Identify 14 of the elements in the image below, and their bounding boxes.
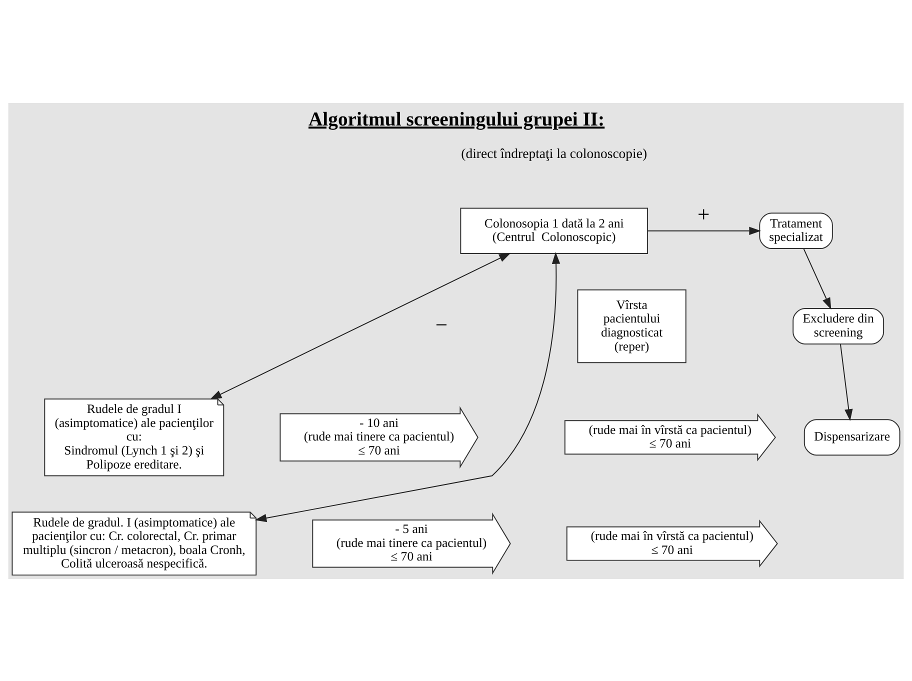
arrow <box>254 252 560 522</box>
edge-label: − <box>435 312 448 336</box>
node-box: Tratament specializat <box>759 212 833 249</box>
arrow <box>210 252 511 400</box>
node-box: Vîrsta pacientului diagnosticat (reper) <box>577 288 686 363</box>
node-box: Excludere din screening <box>792 308 884 344</box>
diagram-title: Algoritmul screeningului grupei II: <box>308 108 605 130</box>
arrow <box>840 343 853 420</box>
arrow <box>803 248 832 310</box>
edge-label: + <box>697 202 710 226</box>
node-box: Colonosopia 1 dată la 2 ani (Centrul Colonoscopic) <box>460 207 648 254</box>
arrow <box>647 226 761 234</box>
node-box: Dispensarizare <box>804 418 900 456</box>
label: (direct îndreptaţi la colonoscopie) <box>461 145 648 160</box>
